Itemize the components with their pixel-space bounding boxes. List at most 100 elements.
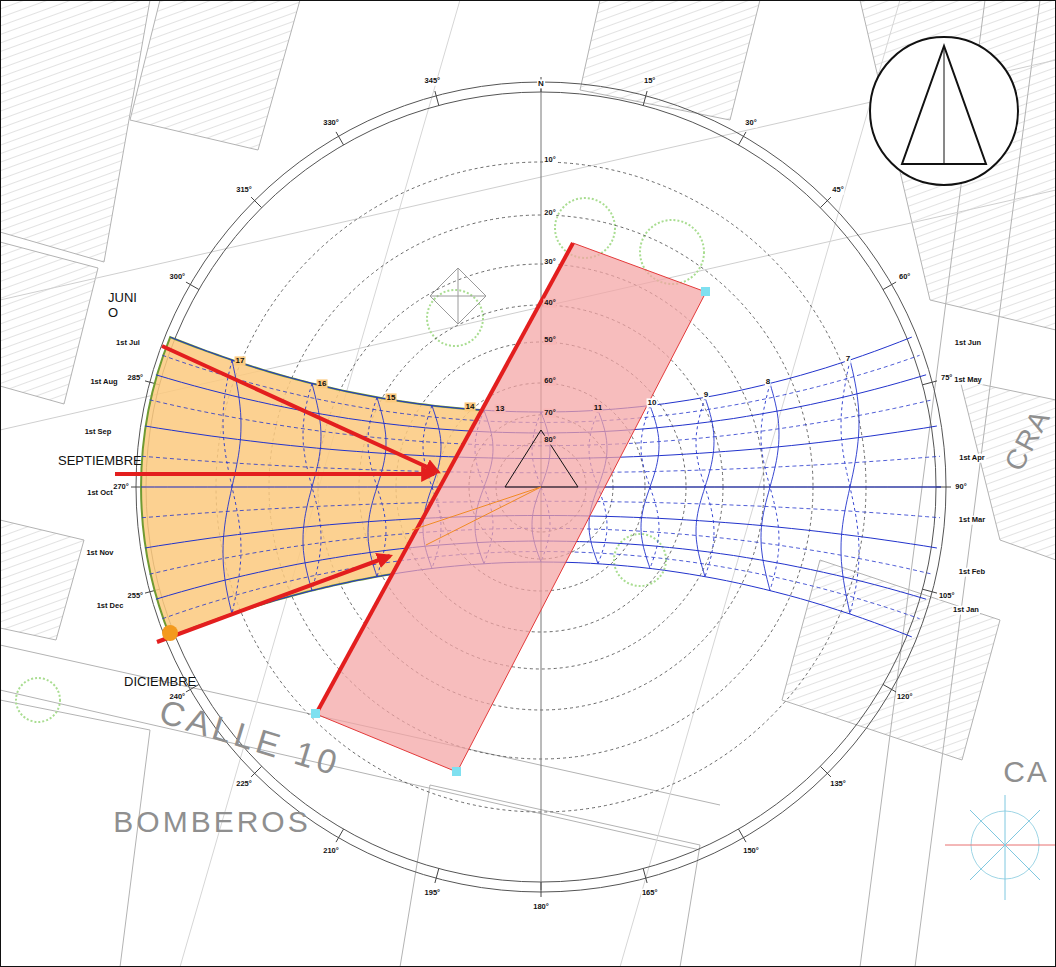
sun-ray-arrow [162,346,438,472]
observer-symbol [505,430,578,487]
corner-marker [701,287,710,296]
altitude-label: 70° [543,409,556,418]
hour-line [641,406,659,569]
site-lot [0,520,84,640]
azimuth-tick [251,766,262,777]
azimuth-tick [541,882,542,897]
azimuth-tick [923,381,938,385]
azimuth-label: 60° [898,273,911,282]
azimuth-tick [820,197,831,208]
hour-label: 8 [765,377,771,386]
street-label: CA [1003,755,1049,790]
hour-label: 10 [647,399,658,408]
outer-ring [136,82,946,892]
azimuth-tick [643,91,647,106]
hour-line [841,360,859,614]
site-lot [0,242,98,404]
hour-label: 9 [703,391,709,400]
azimuth-label: 195° [424,888,442,897]
azimuth-tick [883,282,896,290]
azimuth-label: 300° [169,273,187,282]
compass-rose [970,810,1040,880]
hour-label: 7 [845,354,851,363]
hour-line [641,406,659,569]
azimuth-label: 330° [322,119,340,128]
altitude-label: 30° [543,258,556,267]
azimuth-label: 135° [829,780,847,789]
date-label: 1st Feb [958,568,986,577]
azimuth-label: 45° [831,186,844,195]
date-label: 1st Dec [96,602,125,611]
street-label: CRA [999,404,1056,477]
hour-line [368,397,386,576]
altitude-label: 50° [543,336,556,345]
date-label: 1st Jun [954,339,982,348]
hour-label: 15 [386,393,397,402]
azimuth-tick [251,197,262,208]
azimuth-tick [739,132,747,145]
plan-symbol [430,268,486,324]
date-label: 1st Aug [89,378,118,387]
azimuth-label: 15° [643,77,656,86]
lot-line [620,0,900,967]
azimuth-label: 105° [938,591,956,600]
altitude-label: 20° [543,209,556,218]
hour-label: 16 [317,379,328,388]
hour-label: 14 [465,403,476,412]
date-label: 1st Mar [958,516,986,525]
azimuth-tick [435,869,439,884]
azimuth-label: 255° [127,591,145,600]
azimuth-tick [186,282,199,290]
azimuth-label: 270° [112,483,130,492]
site-lot [580,0,760,120]
building-footprint [316,243,706,772]
sun-ray-arrow [115,472,434,476]
azimuth-label: 345° [424,77,442,86]
date-label: 1st Jul [115,339,141,348]
tree-symbol [16,678,60,722]
hour-label: 13 [495,405,506,414]
hour-line [223,360,241,614]
facade-line [316,243,573,714]
date-label: 1st Jan [952,606,980,615]
site-lot [130,0,300,150]
hour-label: 17 [235,356,246,365]
street-label: CALLE 10 [155,692,345,784]
month-label: JUNI O [108,291,148,321]
date-label: 1st May [953,376,983,385]
sun-position-dot [162,625,178,641]
azimuth-tick [643,869,647,884]
azimuth-label: 225° [235,780,253,789]
street-label: BOMBEROS [113,805,310,840]
azimuth-tick [336,829,344,842]
corner-marker [311,709,320,718]
azimuth-tick [820,766,831,777]
azimuth-label: 210° [322,846,340,855]
azimuth-label: 165° [641,888,659,897]
month-label: SEPTIEMBRE [58,454,142,469]
north-arrow [944,46,945,164]
site-lot [960,380,1056,560]
azimuth-label: 315° [235,186,253,195]
date-label: 1st Nov [85,549,114,558]
sun-ray-arrow [157,556,390,642]
azimuth-tick [923,589,938,593]
azimuth-label: 150° [742,846,760,855]
hour-label: 11 [593,404,603,413]
hour-line [761,383,779,590]
altitude-label: 10° [543,156,556,165]
north-label: N [537,79,545,88]
north-arrow [902,46,986,164]
orange-ray [412,487,541,530]
corner-marker [452,767,461,776]
azimuth-label: 30° [744,119,757,128]
azimuth-label: 120° [896,693,914,702]
azimuth-tick [883,685,896,693]
altitude-label: 60° [543,377,556,386]
azimuth-tick [435,91,439,106]
date-label: 1st Oct [86,489,113,498]
date-label: 1st Apr [958,454,986,463]
